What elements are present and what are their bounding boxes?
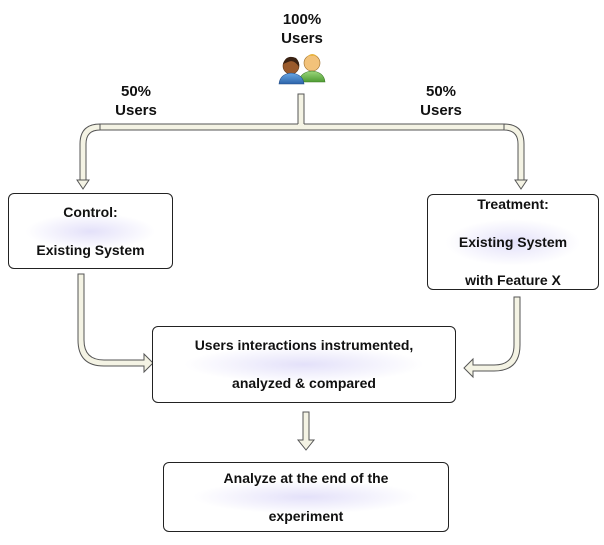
analyze-box: Analyze at the end of the experiment [163, 462, 449, 532]
users-pair-icon [278, 54, 326, 85]
treatment-title: Treatment: [477, 195, 549, 212]
arrow-instrumented-to-analyze [296, 411, 316, 451]
right-percent: 50% [425, 83, 457, 100]
control-title: Control: [63, 203, 118, 220]
left-users-text: Users [115, 102, 157, 119]
treatment-box: Treatment: Existing System with Feature … [427, 194, 599, 290]
instrumented-line-2: analyzed & compared [232, 375, 376, 391]
treatment-line-3: with Feature X [465, 271, 561, 288]
arrowhead-to-treatment [514, 179, 528, 190]
top-users-text: Users [281, 30, 323, 47]
right-split-label: 50% Users [409, 82, 473, 120]
treatment-line-2: Existing System [458, 233, 568, 250]
split-connector [79, 93, 525, 181]
instrumented-line-1: Users interactions instrumented, [194, 337, 414, 353]
instrumented-box: Users interactions instrumented, analyze… [152, 326, 456, 403]
analyze-line-2: experiment [268, 507, 344, 524]
top-users-label: 100% Users [265, 10, 339, 48]
arrow-treatment-to-instrumented [463, 296, 521, 379]
top-percent: 100% [282, 11, 322, 28]
arrowhead-to-control [76, 179, 90, 190]
control-box: Control: Existing System [8, 193, 173, 269]
arrow-control-to-instrumented [77, 273, 154, 374]
left-percent: 50% [120, 83, 152, 100]
analyze-line-1: Analyze at the end of the [223, 469, 389, 486]
control-description: Existing System [36, 241, 145, 258]
right-users-text: Users [420, 102, 462, 119]
left-split-label: 50% Users [104, 82, 168, 120]
